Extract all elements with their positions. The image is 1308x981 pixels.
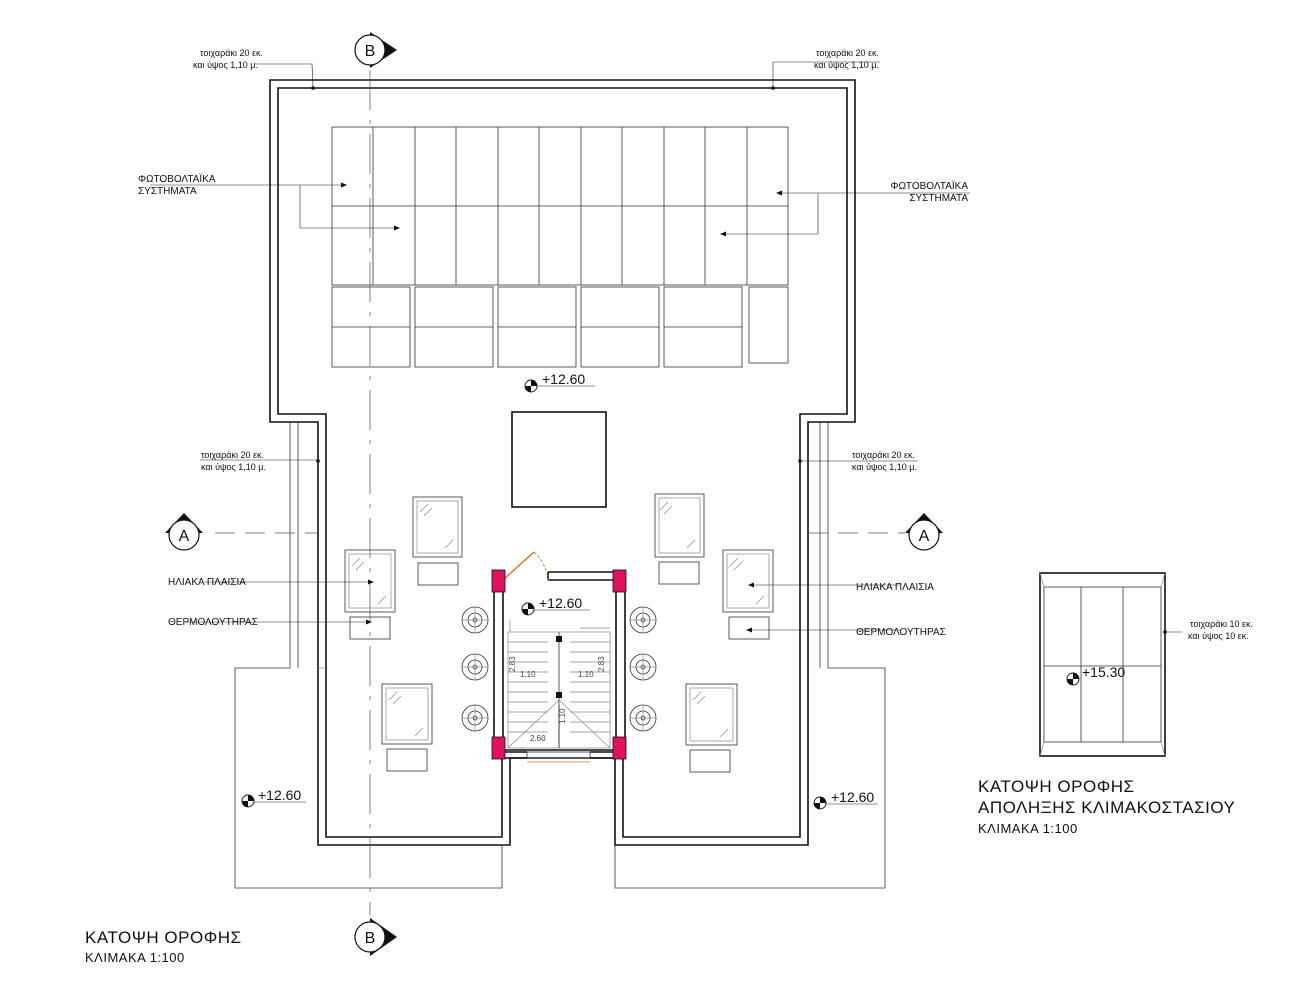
level-top: +12.60: [542, 371, 585, 387]
section-marker-a-right: [905, 513, 943, 551]
parapet-note-tr-2: και ύψος 1,10 μ.: [814, 60, 879, 70]
photovoltaic-label-left-2: ΣΥΣΤΗΜΑΤΑ: [138, 186, 197, 197]
level-marker-stair: [521, 602, 590, 616]
section-marker-a-left: [165, 513, 203, 551]
stair-dim-l2: 2.83: [597, 656, 606, 672]
stairwell: [493, 571, 626, 763]
level-right: +12.60: [831, 789, 874, 805]
parapet-note-tl-1: τοιχαράκι 20 εκ.: [200, 48, 263, 58]
solar-panels-label-left: ΗΛΙΑΚΑ ΠΛΑΙΣΙΑ: [168, 577, 246, 588]
section-b-top-label: B: [365, 43, 376, 60]
section-marker-b-top: [354, 32, 397, 68]
level-marker-top: [524, 379, 595, 393]
stair-roof-plan: [1039, 572, 1182, 757]
water-heater-label-left: ΘΕΡΜΟΛΟΥΤΗΡΑΣ: [168, 617, 258, 628]
stair-dim-l1: 2.83: [508, 656, 517, 672]
section-b-bottom-label: B: [365, 930, 376, 947]
stair-columns: [491, 569, 627, 760]
stair-dim-w2: 1.10: [578, 670, 594, 679]
stair-door: [502, 551, 549, 581]
solar-panel-leaders: [185, 579, 900, 633]
photovoltaic-leaders-left: [150, 182, 400, 231]
stair-dim-mid: 1.10: [558, 708, 567, 724]
photovoltaic-leaders-right: [720, 190, 970, 237]
column-bl: [491, 736, 506, 760]
solar-panels-label-right: ΗΛΙΑΚΑ ΠΛΑΙΣΙΑ: [856, 582, 934, 593]
stair-title-line-2: ΑΠΟΛΗΞΗΣ ΚΛΙΜΑΚΟΣΤΑΣΙΟΥ: [978, 798, 1235, 817]
parapet-note-ml-1: τοιχαράκι 20 εκ.: [201, 450, 264, 460]
column-tr: [612, 569, 627, 593]
level-left: +12.60: [258, 787, 301, 803]
parapet-note-top-left: [255, 63, 315, 90]
photovoltaic-label-left-1: ΦΩΤΟΒΟΛΤΑΪΚΑ: [138, 173, 216, 185]
level-marker-right: [813, 796, 878, 810]
level-marker-stair-roof: [1066, 672, 1080, 686]
stair-dim-len: 2.60: [530, 734, 546, 743]
stair-dim-w1: 1.10: [520, 670, 536, 679]
main-scale: ΚΛΙΜΑΚΑ 1:100: [85, 950, 185, 965]
level-stair-roof: +15.30: [1082, 664, 1125, 680]
stair-scale: ΚΛΙΜΑΚΑ 1:100: [978, 821, 1078, 836]
photovoltaic-panel-grid: [331, 126, 789, 368]
parapet-note-stair-1: τοιχαράκι 10 εκ.: [1190, 619, 1253, 629]
level-stair: +12.60: [539, 595, 582, 611]
roof-vents: [461, 606, 657, 732]
section-a-right-label: A: [919, 528, 930, 545]
photovoltaic-label-right-1: ΦΩΤΟΒΟΛΤΑΪΚΑ: [890, 180, 968, 192]
parapet-note-mid-left: [200, 459, 320, 463]
roof-hatch: [511, 411, 607, 508]
parapet-note-tr-1: τοιχαράκι 20 εκ.: [816, 48, 879, 58]
parapet-note-top-right: [771, 61, 880, 90]
parapet-note-mr-2: και ύψος 1,10 μ.: [852, 462, 917, 472]
photovoltaic-label-right-2: ΣΥΣΤΗΜΑΤΑ: [909, 193, 968, 204]
parapet-note-ml-2: και ύψος 1,10 μ.: [201, 462, 266, 472]
solar-panel-units: [344, 493, 774, 773]
section-a-left-label: A: [179, 528, 190, 545]
level-marker-left: [241, 794, 306, 808]
column-tl: [491, 569, 506, 593]
parapet-note-mid-right: [798, 459, 918, 463]
section-marker-b-bottom: [354, 918, 397, 956]
roof-parapet-walls: [269, 79, 856, 846]
lower-terraces: [234, 422, 886, 889]
column-br: [612, 736, 627, 760]
parapet-note-tl-2: και ύψος 1,10 μ.: [193, 60, 258, 70]
parapet-note-stair-2: και ύψος 10 εκ.: [1188, 631, 1249, 641]
stair-title-line-1: ΚΑΤΟΨΗ ΟΡΟΦΗΣ: [978, 777, 1135, 796]
main-title: ΚΑΤΟΨΗ ΟΡΟΦΗΣ: [85, 928, 242, 947]
water-heater-label-right: ΘΕΡΜΟΛΟΥΤΗΡΑΣ: [856, 627, 946, 638]
parapet-note-mr-1: τοιχαράκι 20 εκ.: [852, 450, 915, 460]
